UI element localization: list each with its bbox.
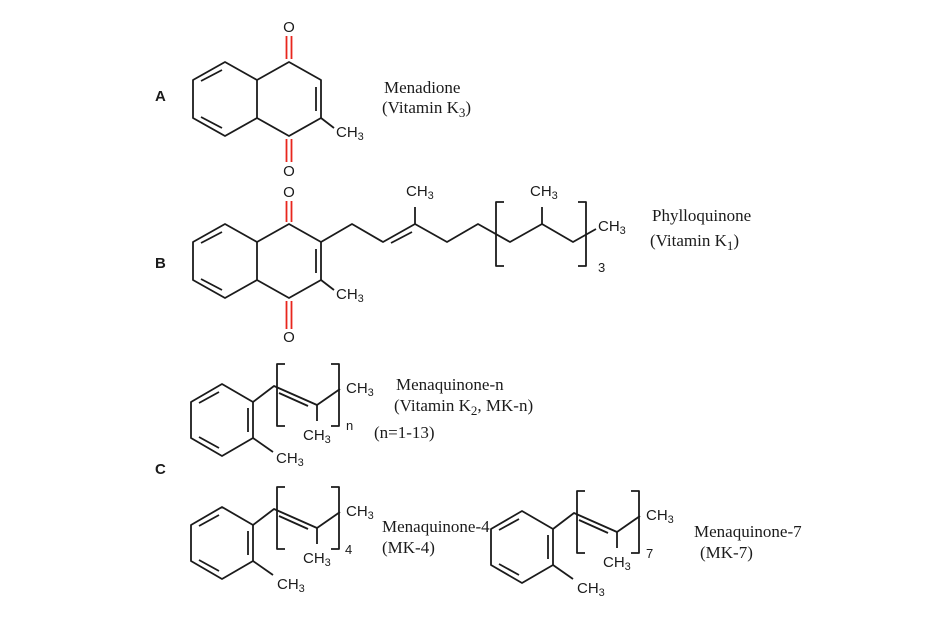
menaquinone-7-structure bbox=[490, 490, 641, 584]
menadione-synonym: (Vitamin K3) bbox=[382, 98, 471, 120]
methyl-label: CH3 bbox=[303, 427, 331, 446]
menaquinone-4-synonym: (MK-4) bbox=[382, 538, 435, 557]
panel-b-letter: B bbox=[155, 255, 166, 272]
repeat-bracket-close bbox=[331, 363, 340, 427]
repeat-bracket-open bbox=[276, 363, 285, 427]
repeat-count: 3 bbox=[598, 260, 605, 275]
repeat-count: n bbox=[346, 418, 353, 433]
menaquinone-7-name: Menaquinone-7 bbox=[694, 522, 802, 541]
methyl-label: CH3 bbox=[406, 183, 434, 202]
methyl-label: CH3 bbox=[346, 380, 374, 399]
methyl-label: CH3 bbox=[577, 580, 605, 599]
repeat-count: 4 bbox=[345, 542, 352, 557]
repeat-count: 7 bbox=[646, 546, 653, 561]
methyl-label: CH3 bbox=[598, 218, 626, 237]
methyl-label: CH3 bbox=[646, 507, 674, 526]
carbonyl-bonds bbox=[285, 36, 293, 329]
menaquinone-n-range: (n=1-13) bbox=[374, 423, 435, 442]
menaquinone-7-synonym: (MK-7) bbox=[700, 543, 753, 562]
oxygen-label: O bbox=[283, 163, 295, 180]
oxygen-label: O bbox=[283, 329, 295, 346]
menaquinone-n-synonym: (Vitamin K2, MK-n) bbox=[394, 396, 533, 418]
bond-skeletons bbox=[190, 61, 641, 584]
repeat-bracket-close bbox=[631, 490, 640, 554]
repeat-bracket-open bbox=[276, 486, 285, 550]
phylloquinone-synonym: (Vitamin K1) bbox=[650, 231, 739, 253]
methyl-label: CH3 bbox=[303, 550, 331, 569]
methyl-label: CH3 bbox=[277, 576, 305, 595]
menadione-name: Menadione bbox=[384, 78, 460, 97]
repeat-bracket-open bbox=[495, 201, 504, 267]
methyl-label: CH3 bbox=[603, 554, 631, 573]
phylloquinone-structure bbox=[192, 201, 597, 299]
methyl-label: CH3 bbox=[336, 286, 364, 305]
repeat-bracket-close bbox=[331, 486, 340, 550]
oxygen-label: O bbox=[283, 184, 295, 201]
menaquinone-n-name: Menaquinone-n bbox=[396, 375, 504, 394]
oxygen-label: O bbox=[283, 19, 295, 36]
panel-a-letter: A bbox=[155, 88, 166, 105]
methyl-label: CH3 bbox=[530, 183, 558, 202]
methyl-label: CH3 bbox=[346, 503, 374, 522]
methyl-label: CH3 bbox=[276, 450, 304, 469]
methyl-label: CH3 bbox=[336, 124, 364, 143]
repeat-bracket-open bbox=[576, 490, 585, 554]
menaquinone-n-structure bbox=[190, 363, 341, 457]
menadione-structure bbox=[192, 61, 335, 137]
menaquinone-4-structure bbox=[190, 486, 341, 580]
menaquinone-4-name: Menaquinone-4 bbox=[382, 517, 490, 536]
panel-c-letter: C bbox=[155, 461, 166, 478]
phylloquinone-name: Phylloquinone bbox=[652, 206, 751, 225]
repeat-bracket-close bbox=[578, 201, 587, 267]
